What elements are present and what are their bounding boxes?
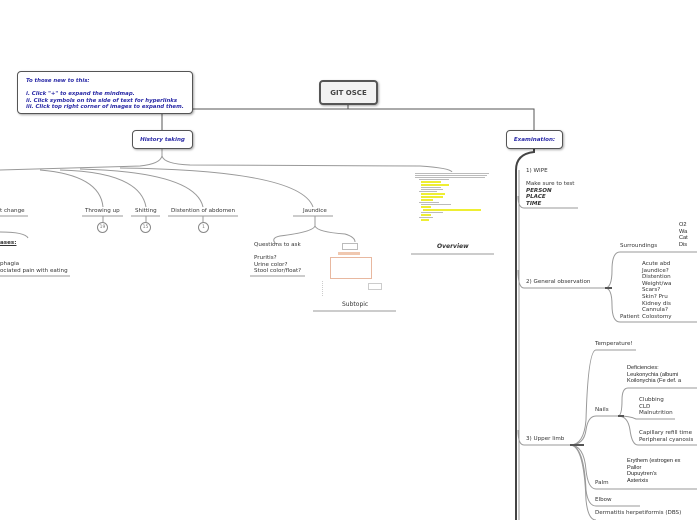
node-throwing-up[interactable]: Throwing up — [85, 208, 120, 214]
palm-items: Erythem (estrogen ex Pallor Dupuytren's … — [626, 458, 682, 485]
palm-item: Erythem (estrogen ex — [627, 458, 681, 464]
jaundice-question — [254, 249, 301, 256]
cases-line: ociated pain with eating — [0, 267, 68, 274]
node-distention-of-abdomen[interactable]: Distention of abdomen — [171, 208, 236, 214]
cases-label: ases: — [0, 240, 17, 246]
node-shitting[interactable]: Shitting — [135, 208, 157, 214]
node-temperature[interactable]: Temperature! — [595, 341, 633, 347]
node-surroundings[interactable]: Surroundings — [620, 243, 658, 249]
node-jaundice[interactable]: Jaundice — [303, 208, 327, 214]
overview-label: Overview — [437, 243, 469, 250]
surroundings-item: Dis — [679, 241, 688, 248]
palm-item: Asterixis — [627, 477, 649, 484]
node-elbow[interactable]: Elbow — [595, 497, 612, 503]
node-clubbing[interactable]: Clubbing CLD Malnutrition — [639, 397, 673, 417]
jaundice-question: Stool color/float? — [254, 268, 302, 275]
node-general-observation[interactable]: 2) General observation — [526, 279, 591, 285]
jaundice-question: Questions to ask — [254, 242, 301, 248]
patient-item: Cannula? — [642, 307, 668, 314]
nail-item: Clubbing — [639, 397, 664, 403]
node-capillary-refill[interactable]: Capillary refill time Peripheral cyanosi… — [639, 430, 693, 443]
jaundice-questions[interactable]: Questions to ask Pruritis? Urine color? … — [254, 242, 301, 275]
node-weight-change[interactable]: t change — [0, 208, 25, 214]
wipe-label: 1) WIPE — [526, 168, 548, 174]
jaundice-question: Pruritis? — [254, 255, 277, 262]
subtopic-image[interactable] — [320, 243, 390, 300]
cases-line: phagia — [0, 261, 20, 267]
nail-item: CLD — [639, 403, 651, 410]
palm-item: Dupuytren's — [627, 471, 657, 478]
nail-item: Peripheral cyanosis — [639, 436, 694, 443]
instruction-line: i. Click "+" to expand the mindmap. — [26, 91, 135, 98]
nail-item: Leukonychia (albumi — [627, 371, 679, 378]
node-nail-deficiencies[interactable]: Deficiencies: Leukonychia (albumi Koilon… — [626, 365, 683, 385]
expand-count-badge[interactable]: 19 — [97, 222, 108, 233]
subtopic-label: Subtopic — [342, 301, 369, 308]
nail-item: Malnutrition — [639, 410, 673, 417]
instructions-box: To those new to this: i. Click "+" to ex… — [17, 71, 193, 114]
patient-item: Scars? — [642, 287, 661, 294]
patient-item: Colostomy — [642, 313, 672, 320]
nail-item: Koilonychia (Fe def. a — [627, 378, 682, 385]
wipe-item: PERSON — [526, 187, 552, 194]
node-patient[interactable]: Patient — [620, 314, 640, 320]
wipe-item: TIME — [526, 200, 542, 207]
nail-item: Capillary refill time — [639, 430, 693, 436]
patient-item: Distention — [642, 274, 671, 281]
expand-count-badge[interactable]: 1 — [198, 222, 209, 233]
surroundings-item: Wa — [679, 228, 688, 235]
instruction-line: ii. Click symbols on the side of text fo… — [26, 97, 178, 104]
node-history-taking[interactable]: History taking — [132, 130, 193, 149]
expand-count-badge[interactable]: 15 — [140, 222, 151, 233]
root-node-git-osce[interactable]: GIT OSCE — [319, 80, 378, 105]
surroundings-item: O2 — [679, 222, 687, 228]
node-wipe[interactable]: 1) WIPE Make sure to test PERSON PLACE T… — [526, 168, 575, 208]
jaundice-question: Urine color? — [254, 261, 288, 268]
node-upper-limb[interactable]: 3) Upper limb — [526, 436, 565, 442]
wipe-note: Make sure to test — [526, 181, 575, 188]
instruction-line: iii. Click top right corner of images to… — [26, 104, 184, 111]
patient-item: Kidney dis — [642, 300, 671, 307]
node-palm[interactable]: Palm — [595, 480, 609, 486]
instructions-heading: To those new to this: — [26, 78, 90, 84]
patient-item: Weight/wa — [642, 280, 672, 287]
palm-item: Pallor — [627, 464, 642, 471]
node-dermatitis-herpetiformis[interactable]: Dermatitis herpetiformis (DBS) — [595, 510, 682, 516]
surroundings-item: Cat — [679, 235, 688, 242]
surroundings-items: O2 Wa Cat Dis — [678, 222, 689, 249]
patient-item: Jaundice? — [642, 267, 669, 274]
node-examination[interactable]: Examination: — [506, 130, 563, 149]
patient-item: Skin? Pru — [642, 293, 668, 300]
overview-image[interactable] — [415, 172, 491, 242]
nail-item: Deficiencies: — [627, 365, 659, 371]
patient-item: Acute abd — [642, 261, 671, 267]
patient-items: Acute abd Jaundice? Distention Weight/wa… — [642, 261, 672, 320]
node-nails[interactable]: Nails — [595, 407, 609, 413]
wipe-item: PLACE — [526, 194, 546, 201]
